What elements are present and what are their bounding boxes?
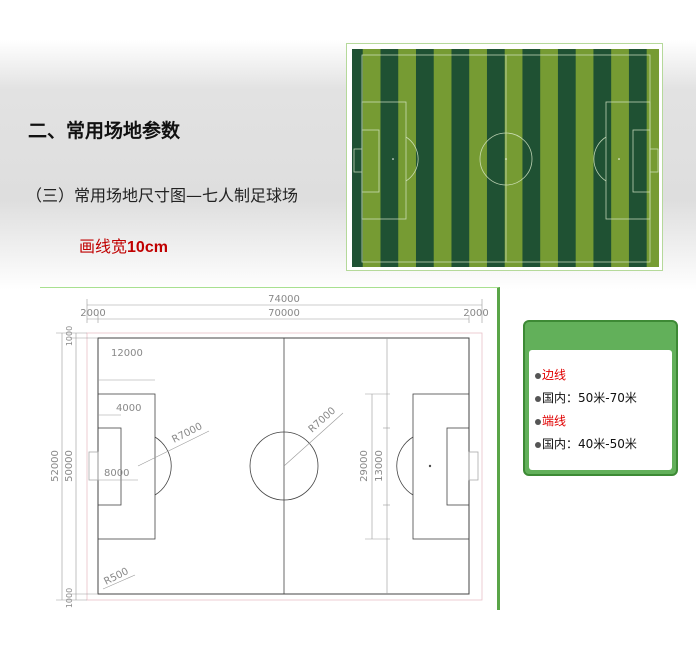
dim-penalty-depth: 12000 <box>111 348 143 359</box>
grass-stripe <box>362 49 381 267</box>
dim-total-width: 52000 <box>50 450 61 482</box>
dim-field-length: 70000 <box>268 308 300 319</box>
grass-stripe <box>433 49 452 267</box>
dim-margin-left: 2000 <box>80 308 105 319</box>
dim-goal-area-depth: 4000 <box>116 403 141 414</box>
pitch-photo <box>345 43 665 271</box>
grass-stripe <box>451 49 470 267</box>
grass-stripe <box>646 49 665 267</box>
dim-margin-right: 2000 <box>463 308 488 319</box>
grass-stripe <box>575 49 594 267</box>
grass-stripe <box>557 49 577 267</box>
line-width-note: 画线宽10cm <box>79 237 168 256</box>
dim-margin-top: 1000 <box>65 326 74 346</box>
grass-stripe <box>628 49 648 267</box>
grass-stripe <box>522 49 541 267</box>
grass-stripe <box>415 49 435 267</box>
info-item: 国内：50米-70米 <box>535 387 672 410</box>
grass-stripe <box>504 49 523 267</box>
info-box: 边线 国内：50米-70米 端线 国内：40米-50米 <box>523 320 678 476</box>
grass-stripe <box>398 49 417 267</box>
bullet-icon <box>535 372 541 379</box>
grass-stripe <box>469 49 488 267</box>
dim-penalty-spot: 8000 <box>104 468 129 479</box>
page-title: 二、常用场地参数 <box>28 120 181 142</box>
info-item: 端线 <box>535 410 672 433</box>
dim-penalty-width: 29000 <box>359 450 370 482</box>
dim-corner-radius: R500 <box>102 566 130 588</box>
grass-stripe <box>486 49 506 267</box>
dim-margin-bottom: 1000 <box>65 588 74 608</box>
grass-stripe <box>611 49 630 267</box>
dim-goal-area-width: 13000 <box>374 450 385 482</box>
grass-stripe <box>540 49 559 267</box>
grass-stripe <box>593 49 612 267</box>
info-item: 边线 <box>535 364 672 387</box>
pitch-dimension-diagram: 74000 70000 2000 2000 52000 50000 1000 1… <box>40 287 500 610</box>
bullet-icon <box>535 395 541 402</box>
grass-stripe <box>380 49 399 267</box>
info-item: 国内：40米-50米 <box>535 433 672 456</box>
section-subtitle: （三）常用场地尺寸图—七人制足球场 <box>26 186 299 205</box>
dim-field-width: 50000 <box>64 450 75 482</box>
dim-center-radius: R7000 <box>307 405 338 435</box>
bullet-icon <box>535 441 541 448</box>
dim-total-length: 74000 <box>268 294 300 305</box>
bullet-icon <box>535 418 541 425</box>
